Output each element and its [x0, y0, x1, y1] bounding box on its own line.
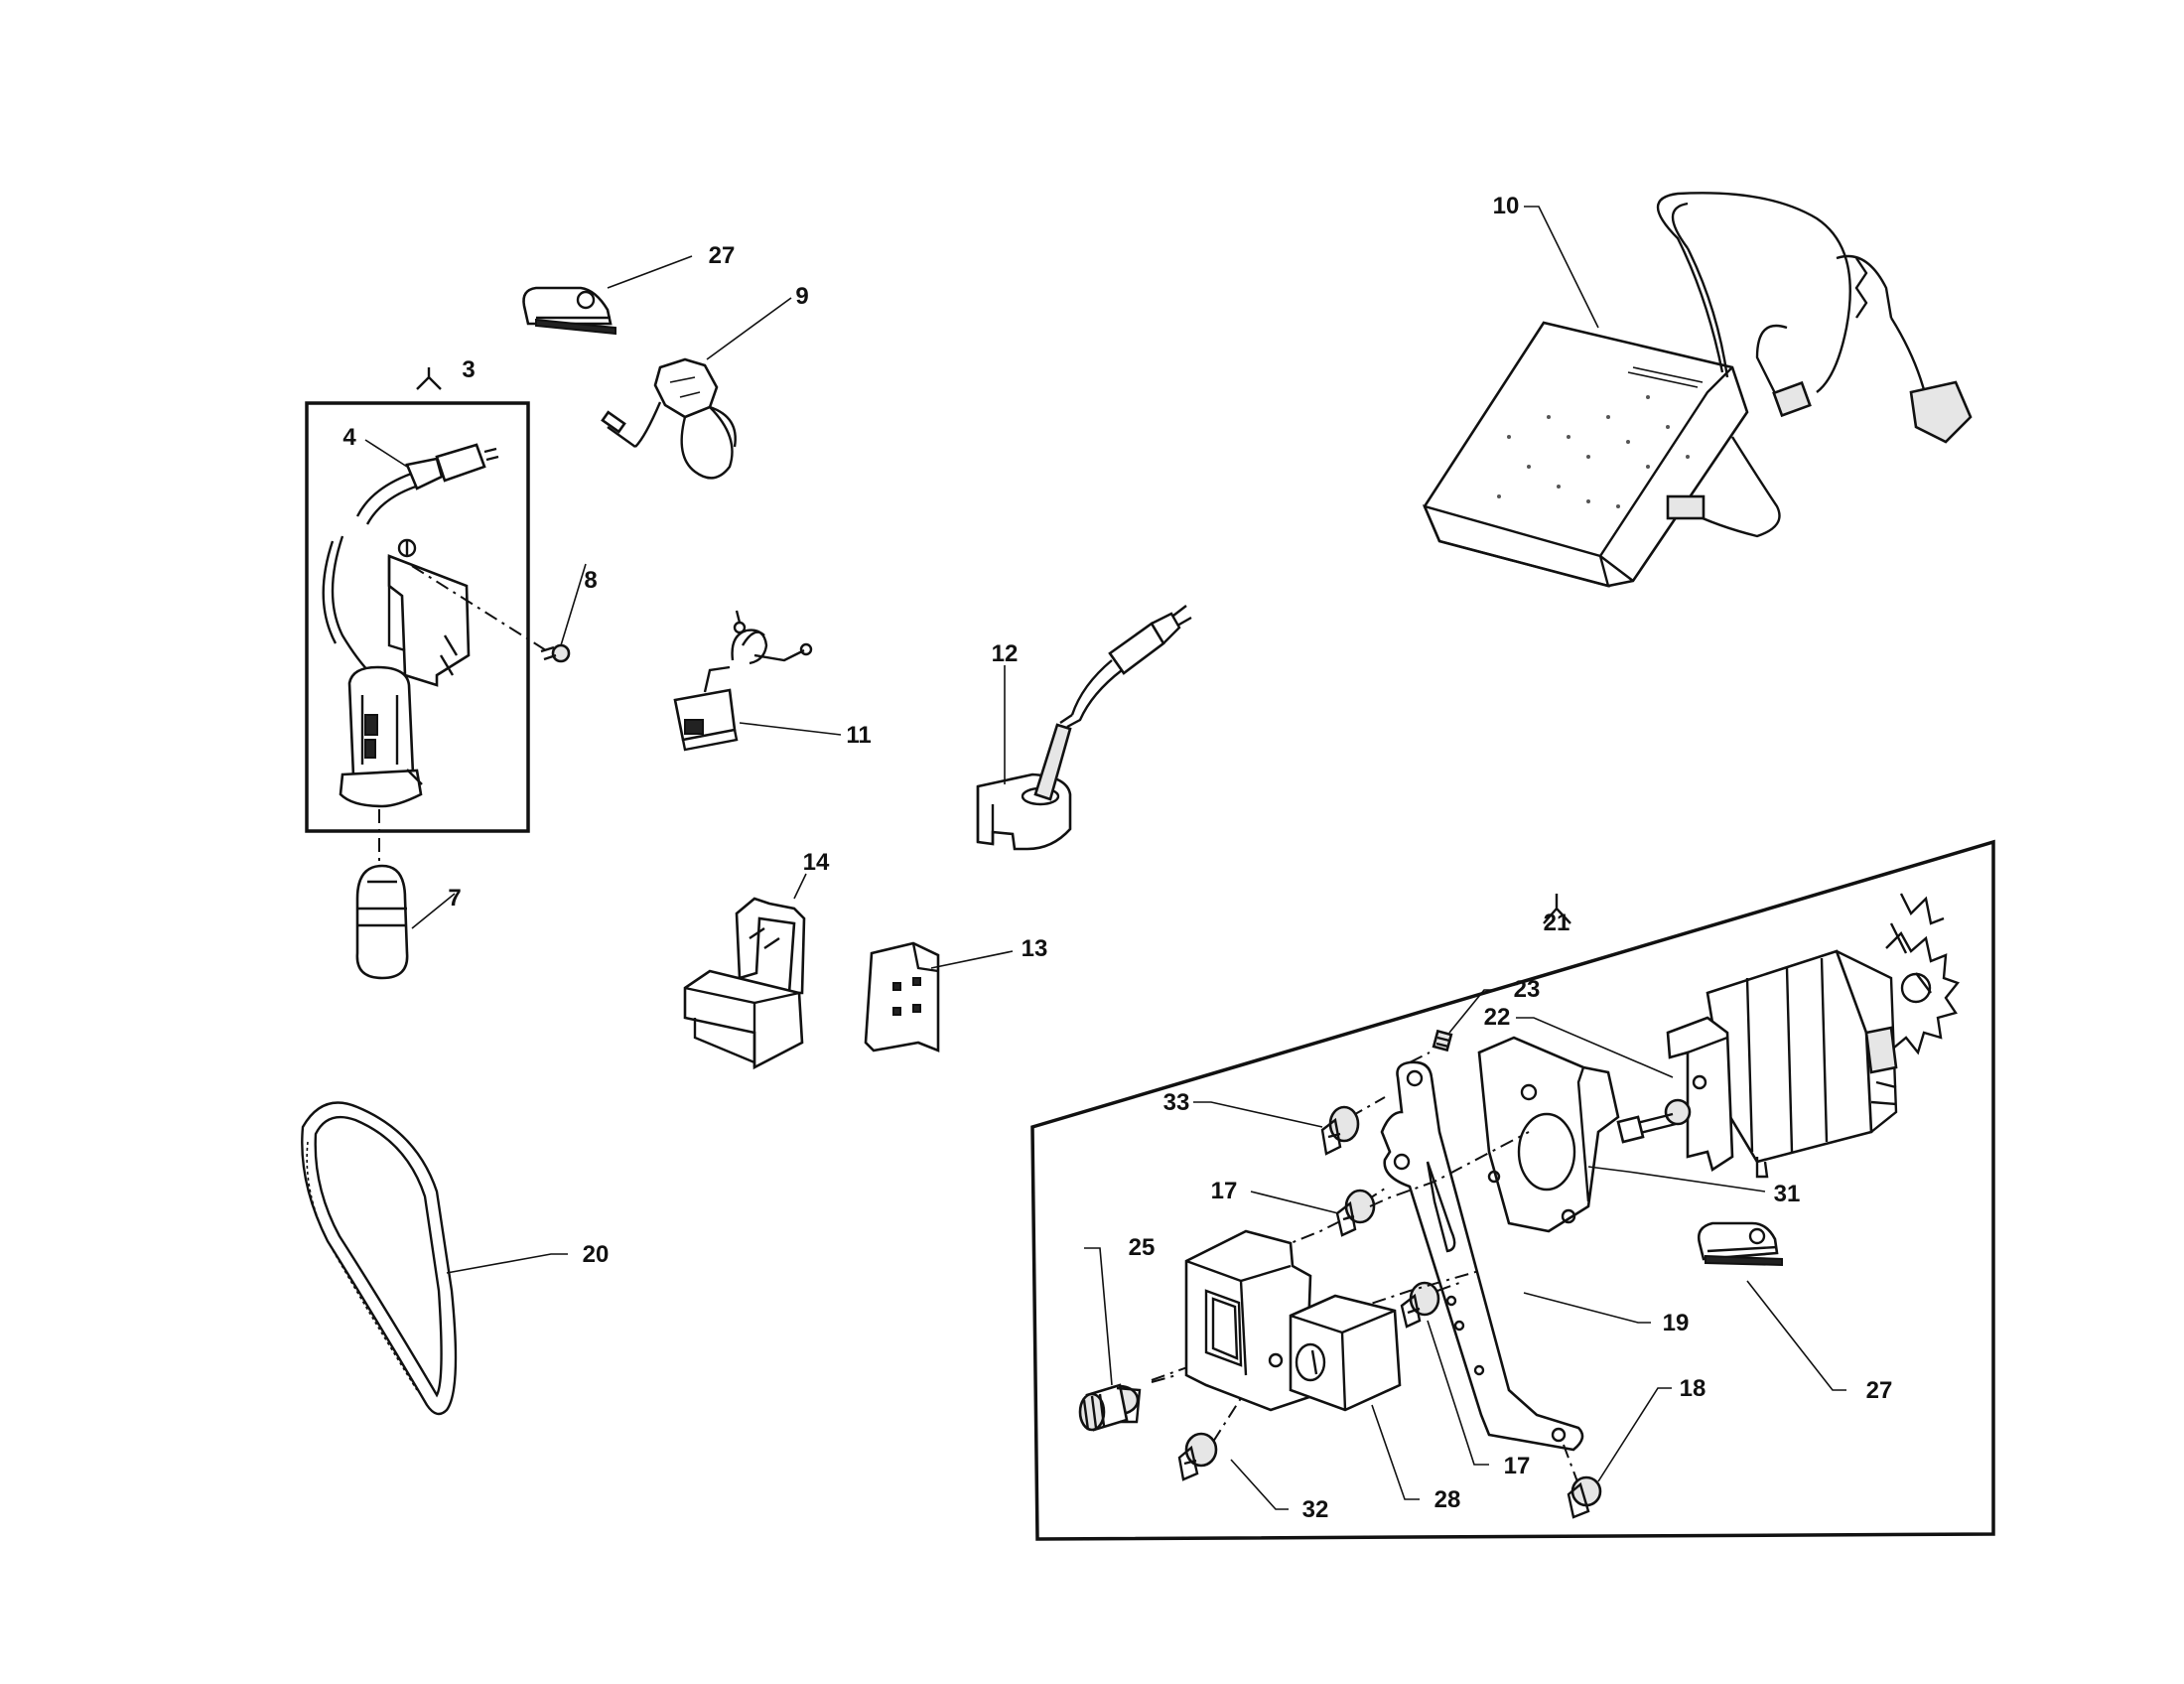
label-23: 23: [1514, 976, 1541, 1003]
label-13: 13: [1022, 935, 1048, 962]
part-17-screw-lower: [1400, 1281, 1440, 1329]
callout-labels: 27 9 10 3 4 8 11 12 7 14 13 21 23 22 33 …: [342, 193, 1892, 1523]
part-27-clip-top: [522, 286, 616, 336]
part-4-lamp-cord: [322, 443, 499, 676]
label-12: 12: [992, 640, 1019, 667]
label-10: 10: [1493, 193, 1520, 219]
label-22: 22: [1484, 1004, 1511, 1031]
part-23-nut: [1409, 1029, 1453, 1063]
label-18: 18: [1680, 1375, 1706, 1402]
label-17-lower: 17: [1504, 1453, 1531, 1479]
part-17-screw-upper: [1335, 1186, 1389, 1237]
label-28: 28: [1434, 1486, 1461, 1513]
label-9: 9: [795, 283, 808, 310]
motor: [1616, 893, 1960, 1179]
label-8: 8: [584, 567, 597, 594]
part-18-screw: [1563, 1444, 1602, 1519]
label-4: 4: [342, 424, 356, 451]
part-11-connector: [673, 610, 813, 752]
label-11: 11: [846, 722, 871, 749]
part-25-knob: [1078, 1374, 1177, 1432]
part-19-lever: [1380, 1060, 1584, 1452]
label-19: 19: [1663, 1310, 1690, 1336]
label-25: 25: [1129, 1234, 1156, 1261]
part-21-motor-assembly-box: [1030, 839, 1995, 1541]
label-27-top: 27: [709, 242, 736, 269]
label-27-lower: 27: [1866, 1377, 1893, 1404]
label-17-upper: 17: [1211, 1178, 1238, 1204]
part-12-cord-holder: [976, 605, 1192, 851]
part-9-terminal: [601, 357, 737, 480]
part-10-foot-controller: [1422, 192, 1973, 588]
label-3: 3: [462, 356, 475, 383]
lamp-socket: [339, 665, 423, 808]
part-32-screw: [1177, 1394, 1244, 1481]
part-33-screw: [1320, 1096, 1386, 1156]
label-31: 31: [1774, 1181, 1801, 1207]
lamp-bracket: [387, 538, 471, 687]
part-31-mount-plate: [1477, 1036, 1620, 1233]
label-20: 20: [583, 1241, 610, 1268]
part-7-bulb: [355, 809, 409, 980]
part-3-light-assembly-box: [305, 367, 530, 833]
label-21: 21: [1544, 910, 1570, 936]
label-33: 33: [1163, 1089, 1190, 1116]
part-20-belt: [301, 1101, 458, 1416]
part-13-plate: [864, 941, 940, 1052]
part-14-bracket: [683, 897, 806, 1070]
part-28-switch-block: [1184, 1229, 1402, 1412]
leader-lines: [364, 206, 1846, 1510]
part-27-clip-lower: [1698, 1221, 1783, 1267]
label-7: 7: [448, 885, 461, 912]
label-32: 32: [1302, 1496, 1329, 1523]
label-14: 14: [803, 849, 830, 876]
